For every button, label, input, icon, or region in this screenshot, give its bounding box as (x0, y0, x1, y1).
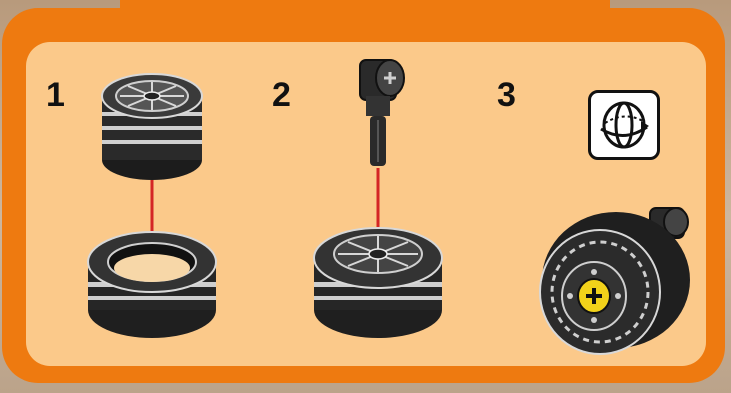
step-1-rim (102, 74, 202, 180)
step-1-tire (88, 232, 216, 338)
step-2-wheel (314, 228, 442, 338)
step-2-axle-pin (360, 60, 404, 166)
step-3-assembled-wheel (540, 208, 690, 354)
